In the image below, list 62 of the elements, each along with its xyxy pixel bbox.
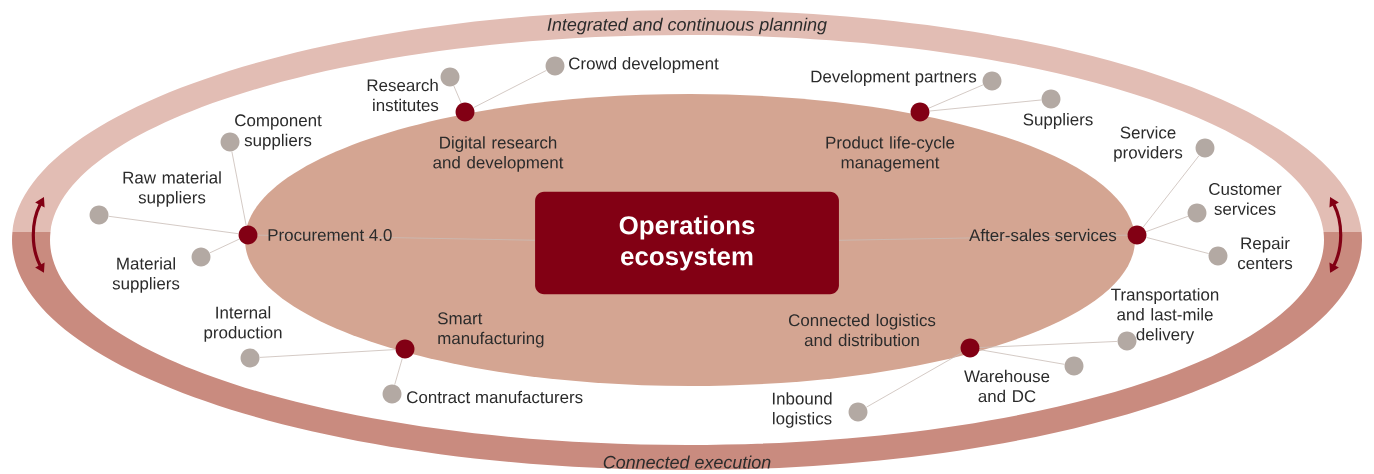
connector-line (259, 349, 396, 358)
dot-label: Raw material suppliers (123, 171, 221, 207)
dot-label: Repair centers (1237, 236, 1293, 270)
endpoint-dot (1117, 331, 1137, 351)
connector-line (838, 234, 1128, 241)
dot-label: Warehouse and DC (964, 369, 1050, 403)
connector-line (1145, 215, 1189, 233)
connector-line (979, 341, 1118, 348)
connector-line (108, 215, 239, 235)
dot-label: Product life-cycle management (826, 136, 955, 172)
dot-label: Contract manufacturers (407, 390, 583, 404)
connector-line (257, 234, 536, 241)
dot-label: Suppliers (1023, 113, 1093, 129)
dot-label: Customer services (1209, 183, 1282, 215)
hub-dot (455, 102, 475, 122)
connector-line (1142, 155, 1200, 228)
hub-dot (960, 338, 980, 358)
endpoint-dot (1187, 203, 1207, 223)
endpoint-dot (1195, 138, 1215, 158)
connector-line (209, 238, 240, 254)
dot-label: Component suppliers (235, 114, 322, 150)
dot-label: Procurement 4.0 (268, 229, 392, 241)
endpoint-dot (1208, 246, 1228, 266)
hub-dot (238, 225, 258, 245)
dot-label: Digital research and development (433, 136, 564, 172)
connector-line (979, 349, 1065, 365)
dot-label: Material suppliers (112, 257, 180, 293)
connector-line (231, 151, 247, 226)
endpoint-dot (848, 402, 868, 422)
dot-label: Connected logistics and distribution (788, 313, 936, 347)
endpoint-dot (440, 67, 460, 87)
endpoint-dot (89, 205, 109, 225)
endpoint-dot (1041, 89, 1061, 109)
dot-label: Transportation and last-mile delivery (1111, 288, 1219, 344)
connector-line (473, 70, 547, 108)
dot-label: Development partners (811, 70, 977, 86)
dot-label: Internal production (204, 306, 282, 342)
dot-label: Inbound logistics (772, 392, 832, 428)
dot-label: After-sales services (969, 228, 1117, 242)
connector-line (1145, 237, 1210, 254)
endpoint-dot (545, 56, 565, 76)
band-label: Integrated and continuous planning (547, 17, 827, 35)
dot-label: Smart manufacturing (437, 312, 544, 348)
endpoint-dot (240, 348, 260, 368)
connector-line (929, 99, 1042, 112)
connector-line (453, 85, 462, 104)
endpoint-dot (220, 132, 240, 152)
endpoint-dot (982, 71, 1002, 91)
connector-line (394, 357, 403, 386)
hub-dot (910, 102, 930, 122)
hub-dot (395, 339, 415, 359)
band-label: Connected execution (603, 455, 771, 469)
endpoint-dot (382, 384, 402, 404)
hub-dot (1127, 225, 1147, 245)
endpoint-dot (191, 247, 211, 267)
dot-label: Crowd development (569, 57, 719, 73)
center-box: Operations ecosystem (535, 191, 839, 295)
connector-line (866, 352, 962, 408)
connector-line (928, 84, 984, 109)
dot-label: Research institutes (367, 78, 439, 112)
endpoint-dot (1064, 356, 1084, 376)
dot-label: Service providers (1114, 126, 1183, 162)
